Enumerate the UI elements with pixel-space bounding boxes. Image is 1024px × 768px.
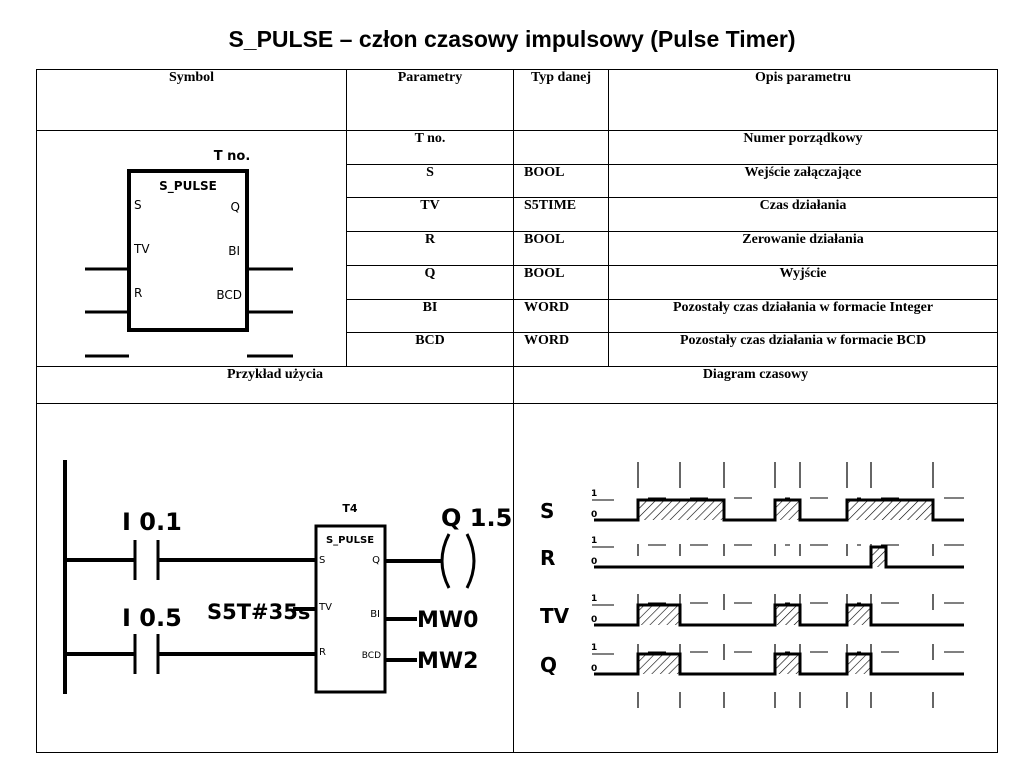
param-cell: Q (346, 264, 514, 300)
pulse-hatch (847, 654, 871, 674)
block-name: S_PULSE (326, 535, 374, 546)
signal-waveform (594, 652, 964, 676)
coil-label: Q 1.5 (441, 504, 512, 532)
contact-1-label: I 0.1 (122, 508, 182, 536)
pulse-hatch (775, 605, 800, 625)
table-row: T no. S_PULSE T no. Numer porządkowy (36, 130, 998, 367)
type-cell: BOOL (513, 231, 609, 266)
pulse-hatch (638, 605, 680, 625)
type-cell: WORD (513, 332, 609, 367)
mw0-label: MW0 (417, 608, 478, 633)
type-cell: BOOL (513, 264, 609, 300)
pulse-hatch (847, 500, 933, 520)
level-one-label: 1 (591, 536, 597, 546)
type-cell (513, 130, 609, 165)
desc-cell: Wyjście (608, 264, 998, 300)
param-cell: TV (346, 197, 514, 233)
signal-waveform (594, 603, 964, 627)
mw2-label: MW2 (417, 649, 478, 674)
pulse-hatch (775, 500, 800, 520)
header-symbol: Symbol (36, 69, 347, 131)
diagram-header: Diagram czasowy (513, 366, 998, 404)
type-cell: S5TIME (513, 197, 609, 233)
signal-label: Q (540, 653, 557, 677)
symbol-box (127, 169, 249, 332)
table-row: TV S5TIME Czas działania (37, 197, 998, 233)
ladder-example: I 0.1 I 0.5 T4 S_PULSE S5T#35s Q 1.5 MW0… (63, 460, 512, 694)
desc-cell: Numer porządkowy (608, 130, 998, 165)
coil-right (465, 533, 476, 589)
signal-waveform (594, 545, 964, 569)
level-zero-label: 0 (591, 664, 597, 674)
type-cell: WORD (513, 298, 609, 334)
pulse-hatch (638, 654, 680, 674)
table-row: BCD WORD Pozostały czas działania w form… (37, 332, 998, 367)
coil-left (440, 533, 451, 589)
type-cell: BOOL (513, 163, 609, 199)
pulse-hatch (775, 654, 800, 674)
header-params: Parametry (346, 69, 514, 131)
param-cell: T no. (346, 130, 514, 165)
symbol-cell: T no. S_PULSE (36, 130, 347, 367)
signal-waveform (594, 498, 964, 522)
level-one-label: 1 (591, 643, 597, 653)
s-pulse-symbol: T no. S_PULSE (85, 149, 293, 358)
example-header: Przykład użycia (36, 366, 514, 404)
header-type: Typ danej (513, 69, 609, 131)
table-header-row: Symbol Parametry Typ danej Opis parametr… (36, 69, 998, 131)
pulse-hatch (638, 500, 724, 520)
signal-label: S (540, 499, 554, 523)
signal-label: TV (540, 604, 570, 628)
contact-2-label: I 0.5 (122, 604, 182, 632)
timer-block (314, 524, 387, 694)
level-zero-label: 0 (591, 615, 597, 625)
desc-cell: Czas działania (608, 197, 998, 233)
example-cell: I 0.1 I 0.5 T4 S_PULSE S5T#35s Q 1.5 MW0… (36, 403, 514, 753)
level-zero-label: 0 (591, 510, 597, 520)
pulse-hatch (871, 547, 886, 567)
desc-cell: Zerowanie działania (608, 231, 998, 266)
table-row: BI WORD Pozostały czas działania w forma… (37, 298, 998, 334)
header-desc: Opis parametru (608, 69, 998, 131)
timer-label: T4 (342, 502, 358, 515)
bottom-row: I 0.1 I 0.5 T4 S_PULSE S5T#35s Q 1.5 MW0… (36, 403, 998, 753)
page-title: S_PULSE – człon czasowy impulsowy (Pulse… (228, 26, 796, 52)
signal-label: R (540, 546, 555, 570)
pulse-hatch (847, 605, 871, 625)
desc-cell: Wejście załączające (608, 163, 998, 199)
desc-cell: Pozostały czas działania w formacie Inte… (608, 298, 998, 334)
level-zero-label: 0 (591, 557, 597, 567)
symbol-tno: T no. (214, 149, 251, 164)
level-one-label: 1 (591, 594, 597, 604)
parameter-table: Symbol Parametry Typ danej Opis parametr… (36, 69, 998, 753)
section-header-row: Przykład użycia Diagram czasowy (36, 366, 998, 404)
symbol-name: S_PULSE (159, 179, 217, 194)
param-cell: BI (346, 298, 514, 334)
param-cell: S (346, 163, 514, 199)
param-cell: BCD (346, 332, 514, 367)
table-row: Q BOOL Wyjście (37, 264, 998, 300)
table-row: R BOOL Zerowanie działania (37, 231, 998, 266)
time-value: S5T#35s (207, 600, 310, 624)
desc-cell: Pozostały czas działania w formacie BCD (608, 332, 998, 367)
level-one-label: 1 (591, 489, 597, 499)
param-cell: R (346, 231, 514, 266)
